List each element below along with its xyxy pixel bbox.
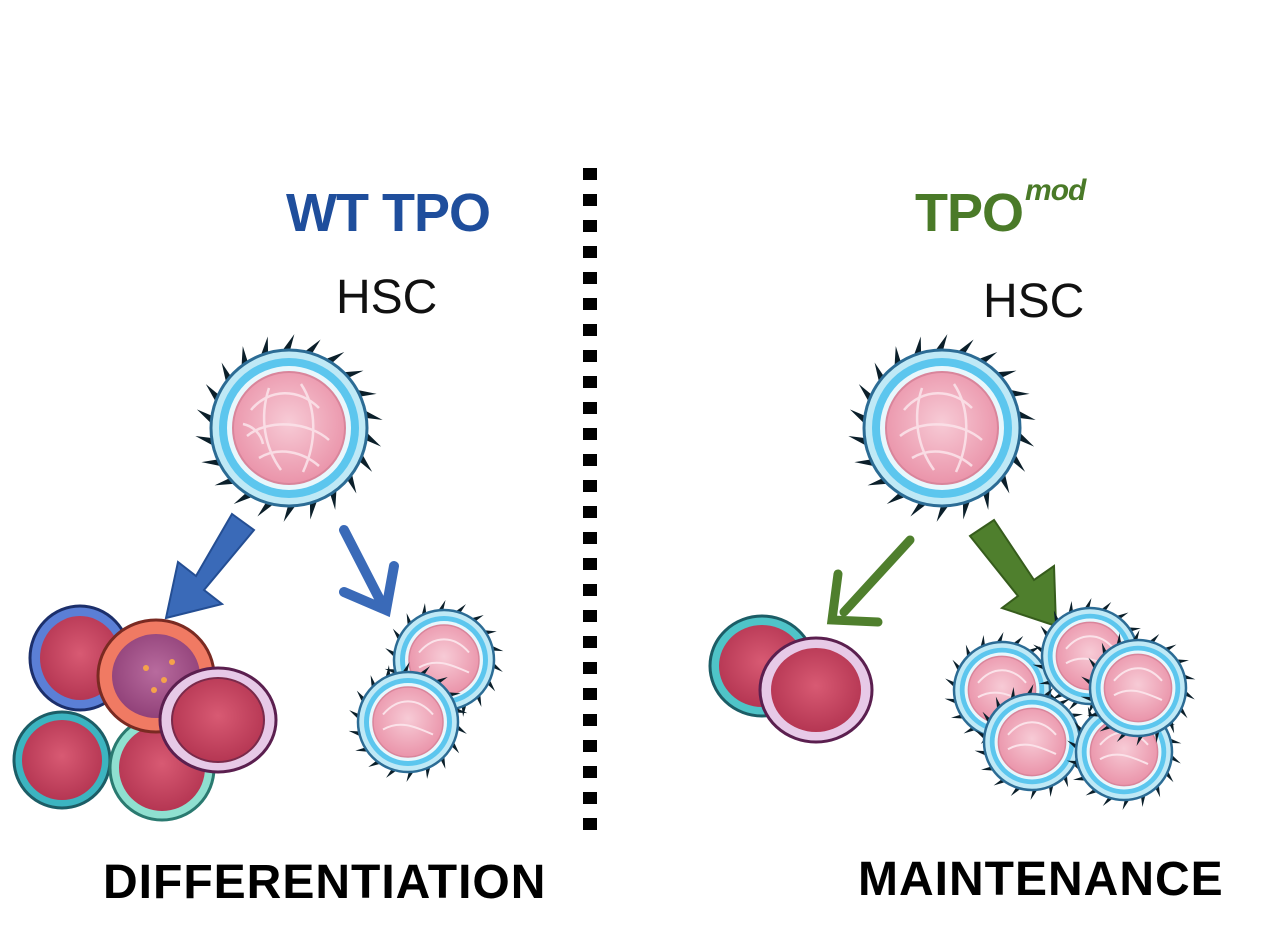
- maintenance-arrow-major: [968, 518, 1058, 628]
- cell-spike: [962, 500, 971, 520]
- hsc-cell-right: [848, 334, 1036, 522]
- chromatin-texture: [382, 700, 434, 736]
- tpo-mod-title-text: TPO: [915, 183, 1024, 243]
- cell-spike: [425, 766, 431, 779]
- cell-spike: [282, 334, 295, 353]
- hsc-cluster-right: [944, 598, 1196, 810]
- cell-spike: [849, 409, 867, 424]
- cell-spike: [913, 336, 922, 356]
- cell-spike: [1048, 784, 1054, 797]
- differentiated-cells-right: [708, 614, 874, 744]
- cell-spike: [935, 334, 948, 353]
- chromatin-texture: [1007, 721, 1057, 755]
- differentiated-cells-left: [12, 604, 278, 822]
- cell-spike: [421, 603, 427, 616]
- tpo-mod-title: TPOmod: [915, 174, 1086, 244]
- hsc-small-cell: [1080, 630, 1196, 746]
- cell-spike: [196, 409, 214, 424]
- self-renewal-arrow-minor: [339, 525, 399, 618]
- hsc-label-right: HSC: [983, 275, 1085, 328]
- hsc-cell-left: [195, 334, 383, 522]
- cell-spike: [283, 503, 296, 522]
- cell-spike: [357, 389, 377, 397]
- differentiation-label: DIFFERENTIATION: [103, 856, 547, 909]
- cell-spike: [461, 704, 467, 717]
- hsc-pair-left: [348, 600, 504, 782]
- tpo-mod-superscript: mod: [1025, 174, 1086, 207]
- differentiation-arrow-minor: [826, 535, 915, 627]
- cell-spike: [1154, 730, 1160, 743]
- cell-spike: [936, 503, 949, 522]
- cell-spike: [848, 436, 867, 446]
- cell-spike: [1010, 389, 1030, 397]
- cell-spike: [980, 635, 986, 648]
- cell-spike: [1068, 601, 1074, 614]
- maintenance-label: MAINTENANCE: [858, 853, 1224, 906]
- cell-spike: [1010, 687, 1016, 700]
- differentiation-arrow-major: [164, 512, 256, 620]
- cell-spike: [201, 459, 221, 467]
- hsc-small-cell: [348, 662, 468, 782]
- chromatin-texture: [1113, 667, 1163, 701]
- cell-spike: [1017, 432, 1035, 447]
- cell-spike: [1140, 794, 1146, 807]
- chromatin-texture: [418, 638, 470, 674]
- cell-spike: [854, 459, 874, 467]
- cell-spike: [364, 432, 382, 447]
- hsc-label-left: HSC: [336, 271, 438, 324]
- chromatin-texture: [242, 383, 330, 473]
- wt-tpo-title-text: WT TPO: [286, 183, 491, 243]
- cell-spike: [385, 665, 391, 678]
- cell-spike: [1116, 633, 1122, 646]
- chromatin-texture: [899, 383, 983, 473]
- cell-spike: [260, 336, 269, 356]
- cell-spike: [309, 500, 318, 520]
- wt-tpo-title: WT TPO: [286, 182, 491, 244]
- cell-spike: [1017, 410, 1036, 420]
- cell-spike: [195, 436, 214, 446]
- cell-spike: [364, 410, 383, 420]
